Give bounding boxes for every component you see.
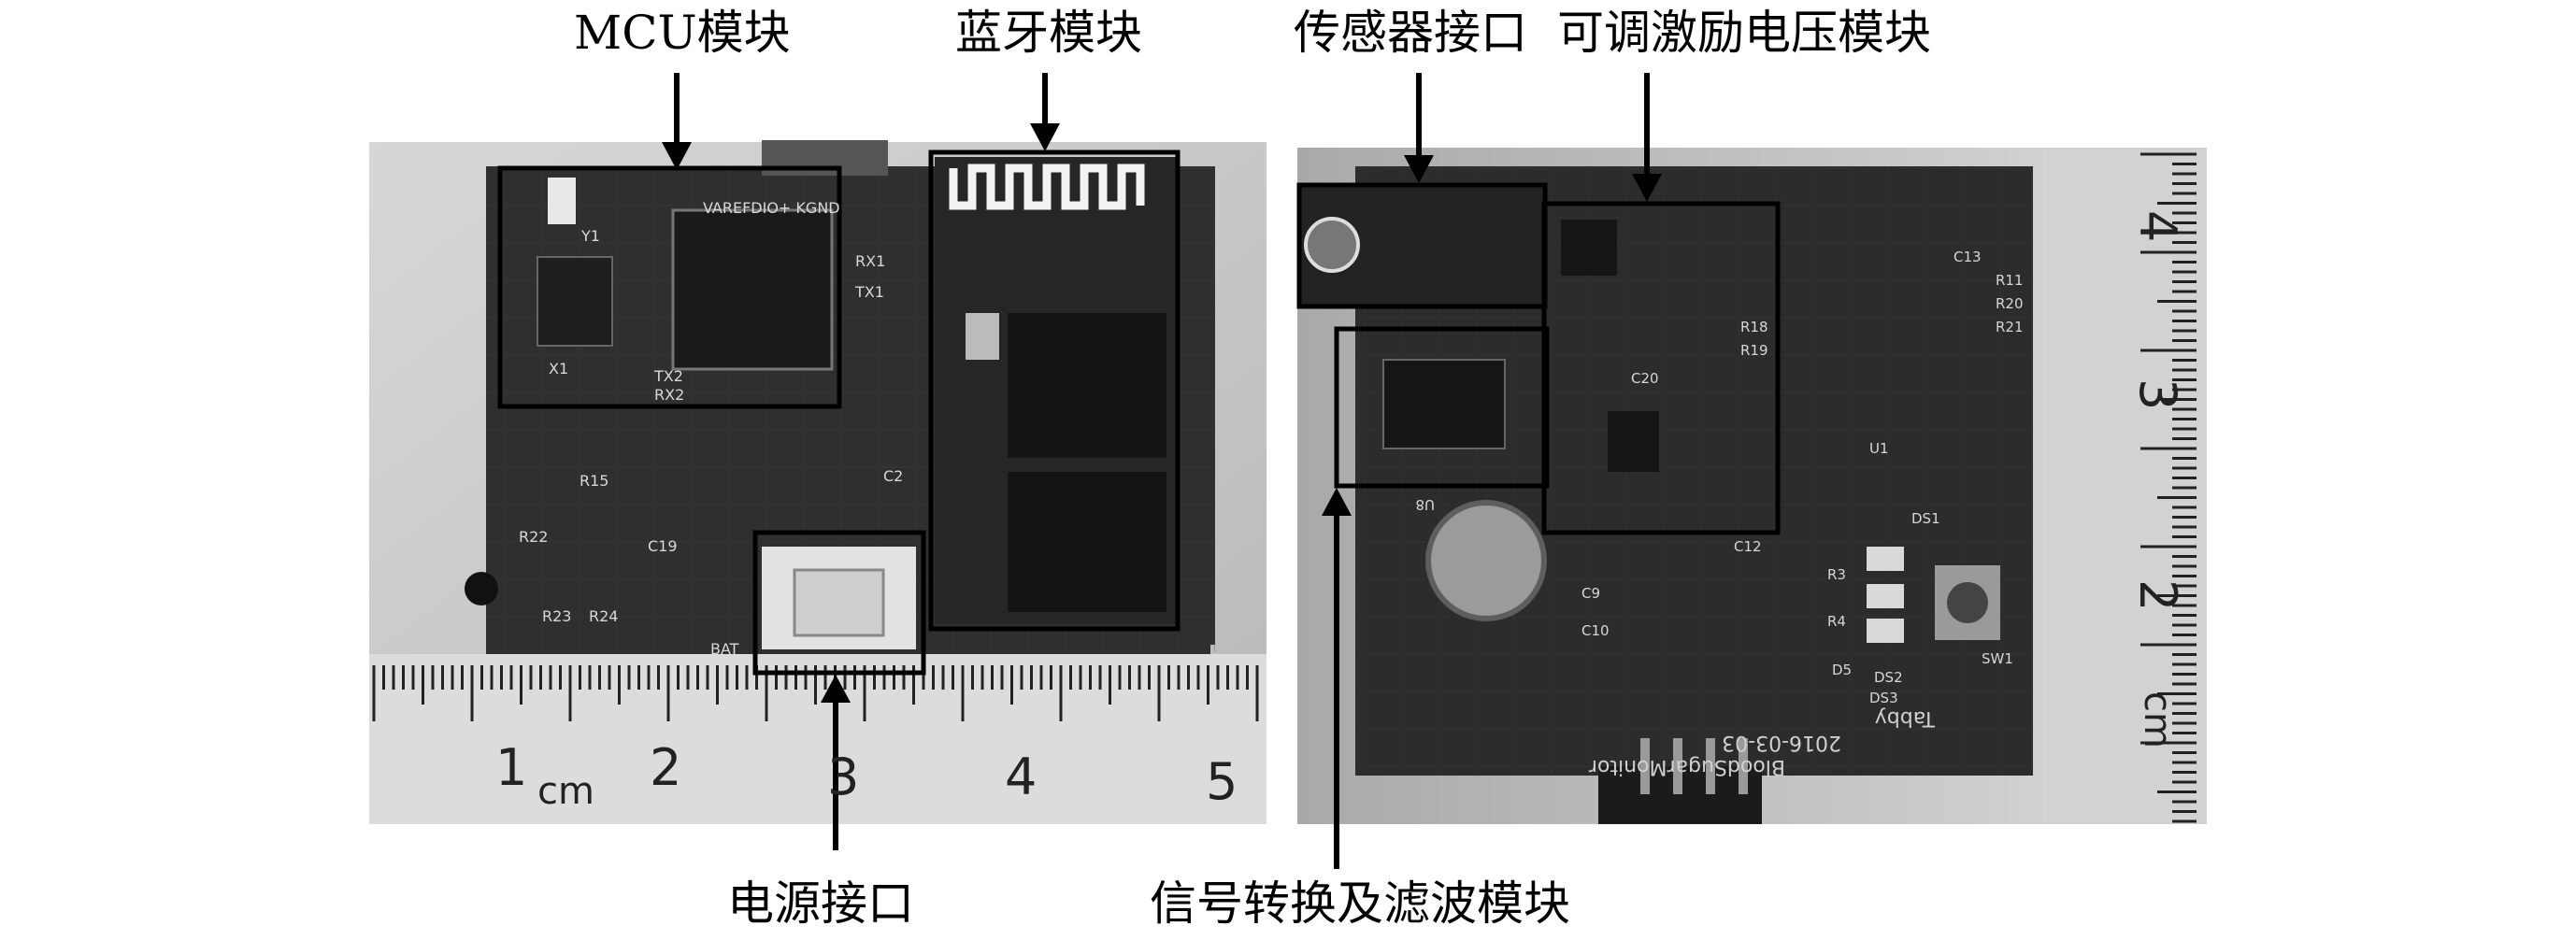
silk-label: C2	[883, 467, 903, 485]
silk-label: D5	[1832, 662, 1852, 678]
led-3	[1867, 619, 1904, 643]
left-photo	[369, 140, 1267, 824]
bluetooth-chip-2	[1008, 472, 1166, 612]
silk-label: DS3	[1869, 690, 1898, 706]
silk-label: TX1	[854, 283, 884, 301]
right-ruler-unit: cm	[2136, 691, 2179, 748]
right-board-title: Tabby 2016-03-03 BloodSugarMonitor	[1588, 706, 1936, 778]
silk-label: RX1	[855, 252, 885, 270]
left-ruler-number: 4	[1005, 748, 1037, 806]
right-board-silkscreen: U8 C13 R11 R20 R21 R18 R19 C20 C9 C10 DS…	[1415, 249, 2023, 706]
right-ruler-labels: 4 3 2 cm	[2128, 210, 2187, 748]
bluetooth-frame	[928, 150, 1181, 632]
led-2	[1867, 584, 1904, 608]
bluetooth-antenna	[949, 164, 1145, 210]
mcu-frame	[497, 165, 842, 409]
silk-label: X1	[549, 360, 568, 377]
silk-label: R20	[1996, 295, 2024, 312]
left-ruler	[369, 654, 1267, 824]
silk-label: R19	[1740, 342, 1768, 359]
voltage-frame	[1541, 201, 1781, 535]
left-ruler-number: 3	[827, 748, 859, 806]
silk-label: R24	[589, 607, 618, 625]
callout-arrows	[662, 73, 1662, 869]
silk-label: R11	[1996, 272, 2024, 289]
sensor-label: 传感器接口	[1294, 6, 1527, 60]
silk-label: RX2	[654, 386, 684, 404]
silk-label: DS1	[1911, 510, 1940, 527]
filter-label: 信号转换及滤波模块	[1150, 876, 1570, 931]
bluetooth-label: 蓝牙模块	[955, 6, 1142, 60]
silk-label: R15	[580, 472, 608, 490]
coin-cell	[1425, 500, 1547, 621]
left-ruler-unit: cm	[537, 770, 594, 813]
silk-label: R23	[542, 607, 571, 625]
silk-label: R18	[1740, 319, 1768, 335]
silk-label: R3	[1827, 566, 1846, 583]
left-ruler-number: 5	[1206, 752, 1238, 811]
left-ruler-number: 1	[495, 738, 527, 797]
left-ruler-number: 2	[650, 738, 681, 797]
voltage-label: 可调激励电压模块	[1557, 6, 1931, 60]
right-ruler-ticks	[2140, 152, 2197, 823]
right-ruler	[2042, 148, 2207, 824]
silk-label: Y1	[580, 227, 600, 245]
mcu-label: MCU模块	[574, 6, 791, 60]
silk-label: VAREFDIO+ KGND	[703, 199, 840, 217]
silk-line: BloodSugarMonitor	[1588, 755, 1785, 778]
left-ruler-labels: 1 cm 2 3 4 5	[495, 738, 1238, 813]
right-photo	[1296, 148, 2207, 824]
left-ruler-ticks	[372, 665, 1259, 721]
led-1	[1867, 547, 1904, 571]
silk-label: R22	[519, 528, 548, 546]
silk-label: R21	[1996, 319, 2024, 335]
mcu-chip	[671, 208, 834, 371]
power-frame	[752, 530, 926, 676]
right-ruler-number: 4	[2128, 210, 2187, 242]
silk-label: C13	[1953, 249, 1982, 265]
silk-label: C12	[1734, 538, 1762, 555]
silk-line: 2016-03-03	[1722, 731, 1841, 754]
silk-label: C19	[648, 537, 678, 555]
bluetooth-chip-1	[1008, 313, 1166, 458]
silk-label: U1	[1869, 440, 1889, 457]
silk-label: BAT	[710, 640, 739, 658]
filter-ic	[1382, 359, 1506, 449]
left-board-silkscreen: VAREFDIO+ KGND RX1 TX1 TX2 RX2 C19 R15 R…	[519, 199, 903, 658]
power-label: 电源接口	[727, 876, 914, 931]
silk-label: C20	[1631, 370, 1659, 387]
left-audio-jack	[465, 572, 498, 605]
silk-label: C10	[1581, 622, 1610, 639]
silk-label: R4	[1827, 613, 1846, 630]
right-ruler-number: 2	[2128, 579, 2187, 611]
silk-label: DS2	[1874, 669, 1903, 686]
right-ruler-number: 3	[2128, 378, 2187, 410]
silk-line: Tabby	[1875, 706, 1936, 730]
silk-label: U8	[1415, 496, 1435, 513]
silk-label: SW1	[1982, 650, 2013, 667]
silk-label: C9	[1581, 585, 1600, 602]
filter-frame	[1334, 326, 1550, 489]
silk-label: TX2	[653, 367, 683, 385]
